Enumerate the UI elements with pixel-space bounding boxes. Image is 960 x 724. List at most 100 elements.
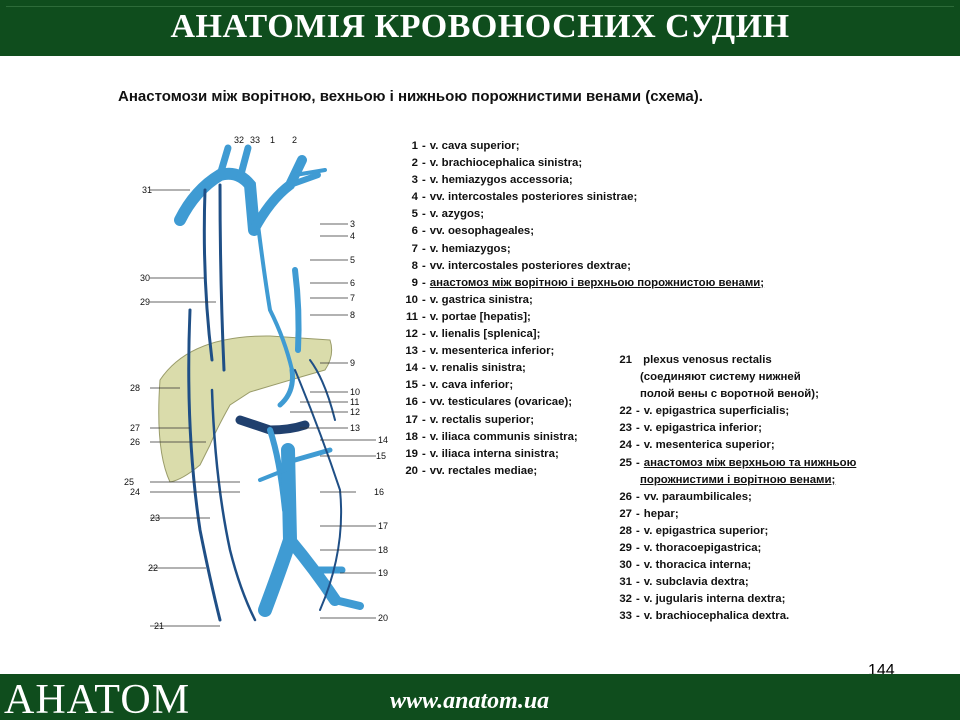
label-22: 22 — [148, 563, 158, 573]
legend-number: 26 — [619, 490, 632, 503]
legend-text: vv. testiculares (ovaricae); — [429, 396, 573, 409]
legend-separator — [632, 371, 640, 383]
legend-text: v. subclavia dextra; — [643, 576, 749, 589]
legend-number: 30 — [619, 559, 632, 572]
legend-text: v. azygos; — [429, 208, 485, 221]
legend-separator — [632, 474, 640, 486]
legend-separator: - — [636, 610, 640, 623]
legend-separator: - — [422, 157, 426, 170]
legend-item: 25-анастомоз між верхньою та нижньою — [612, 455, 856, 472]
legend-text: v. jugularis interna dextra; — [643, 593, 786, 606]
label-15: 15 — [376, 451, 386, 461]
legend-text: v. rectalis superior; — [429, 413, 535, 426]
legend-item: 28-v. epigastrica superior; — [612, 523, 856, 540]
legend-number: 12 — [405, 328, 418, 341]
legend-separator — [632, 354, 643, 366]
label-11: 11 — [350, 397, 359, 407]
header-bar — [0, 0, 960, 56]
legend-right: 21 plexus venosus rectalis (соединяют сис… — [612, 352, 856, 626]
legend-separator: - — [636, 593, 640, 606]
legend-text: vv. intercostales posteriores dextrae; — [429, 259, 631, 272]
label-27: 27 — [130, 423, 140, 433]
legend-number: 18 — [405, 430, 418, 443]
legend-text: (соединяют систему нижней — [640, 371, 801, 384]
label-31: 31 — [142, 185, 152, 195]
legend-text: v. epigastrica superficialis; — [643, 405, 790, 418]
legend-separator: - — [636, 456, 640, 469]
legend-text: анастомоз між ворітною і верхньою порожн… — [429, 276, 765, 289]
legend-text: vv. rectales mediae; — [429, 464, 538, 477]
legend-number: 10 — [405, 293, 418, 306]
legend-number: 24 — [619, 439, 632, 452]
legend-item: 5-v. azygos; — [398, 206, 764, 223]
legend-separator: - — [422, 191, 426, 204]
legend-text: v. thoracica interna; — [643, 559, 752, 572]
vein-network — [174, 144, 364, 622]
legend-item: 31-v. subclavia dextra; — [612, 574, 856, 591]
legend-number: 7 — [411, 242, 418, 255]
legend-number: 5 — [411, 208, 418, 221]
legend-text: v. cava inferior; — [429, 379, 514, 392]
legend-item: 22-v. epigastrica superficialis; — [612, 403, 856, 420]
legend-number: 16 — [405, 396, 418, 409]
legend-separator: - — [422, 464, 426, 477]
legend-item: 19-v. iliaca interna sinistra; — [398, 446, 764, 463]
legend-number: 31 — [619, 576, 632, 589]
legend-separator: - — [422, 379, 426, 392]
legend-separator — [632, 388, 640, 400]
legend-item: 16-vv. testiculares (ovaricae); — [398, 394, 764, 411]
legend-item: 8-vv. intercostales posteriores dextrae; — [398, 258, 764, 275]
legend-item: 7-v. hemiazygos; — [398, 241, 764, 258]
legend-text: v. renalis sinistra; — [429, 362, 526, 375]
label-18: 18 — [378, 545, 388, 555]
label-14: 14 — [378, 435, 388, 445]
legend-text: plexus venosus rectalis — [643, 354, 772, 366]
diagram-caption: Анастомози між ворітною, вехньою і нижнь… — [118, 88, 703, 105]
legend-text: v. lienalis [splenica]; — [429, 328, 541, 341]
legend-separator: - — [422, 396, 426, 409]
legend-text: v. mesenterica superior; — [643, 439, 775, 452]
legend-separator: - — [422, 362, 426, 375]
label-12: 12 — [350, 407, 360, 417]
label-8: 8 — [350, 310, 355, 320]
legend-separator: - — [422, 276, 426, 289]
legend-item: 2-v. brachiocephalica sinistra; — [398, 155, 764, 172]
legend-number: 9 — [411, 276, 418, 289]
legend-item: 6-vv. oesophageales; — [398, 223, 764, 240]
legend-text: v. brachiocephalica dextra. — [643, 610, 790, 623]
legend-separator: - — [422, 242, 426, 255]
legend-number: 21 — [619, 354, 632, 366]
legend-item: 13-v. mesenterica inferior; — [398, 343, 764, 360]
label-24: 24 — [130, 487, 140, 497]
legend-separator: - — [422, 328, 426, 341]
legend-text: v. epigastrica superior; — [643, 524, 769, 537]
label-10: 10 — [350, 387, 360, 397]
legend-left: 1-v. cava superior;2-v. brachiocephalica… — [398, 138, 764, 480]
legend-text: v. hemiazygos; — [429, 242, 511, 255]
legend-text: hepar; — [643, 507, 679, 520]
legend-item: 30-v. thoracica interna; — [612, 557, 856, 574]
legend-item: 33-v. brachiocephalica dextra. — [612, 608, 856, 625]
label-28: 28 — [130, 383, 140, 393]
label-9: 9 — [350, 358, 355, 368]
legend-item: 24-v. mesenterica superior; — [612, 437, 856, 454]
legend-number: 17 — [405, 413, 418, 426]
legend-item: 10-v. gastrica sinistra; — [398, 292, 764, 309]
legend-text: анастомоз між верхньою та нижньою — [643, 456, 857, 469]
site-url-link[interactable]: www.anatom.ua — [390, 688, 550, 714]
legend-text: v. brachiocephalica sinistra; — [429, 157, 583, 170]
legend-item: 1-v. cava superior; — [398, 138, 764, 155]
label-1: 1 — [270, 135, 275, 145]
legend-separator: - — [422, 225, 426, 238]
legend-text: v. portae [hepatis]; — [429, 310, 531, 323]
legend-text: v. hemiazygos accessoria; — [429, 174, 573, 187]
legend-separator: - — [636, 559, 640, 572]
legend-text: v. iliaca communis sinistra; — [429, 430, 578, 443]
legend-number: 22 — [619, 405, 632, 418]
legend-number: 33 — [619, 610, 632, 623]
label-5: 5 — [350, 255, 355, 265]
footer-bar — [0, 674, 960, 720]
label-20: 20 — [378, 613, 388, 623]
legend-number: 4 — [411, 191, 418, 204]
veins-anastomosis-diagram: 32 33 1 2 31 30 29 28 27 26 25 24 23 22 … — [124, 135, 388, 631]
